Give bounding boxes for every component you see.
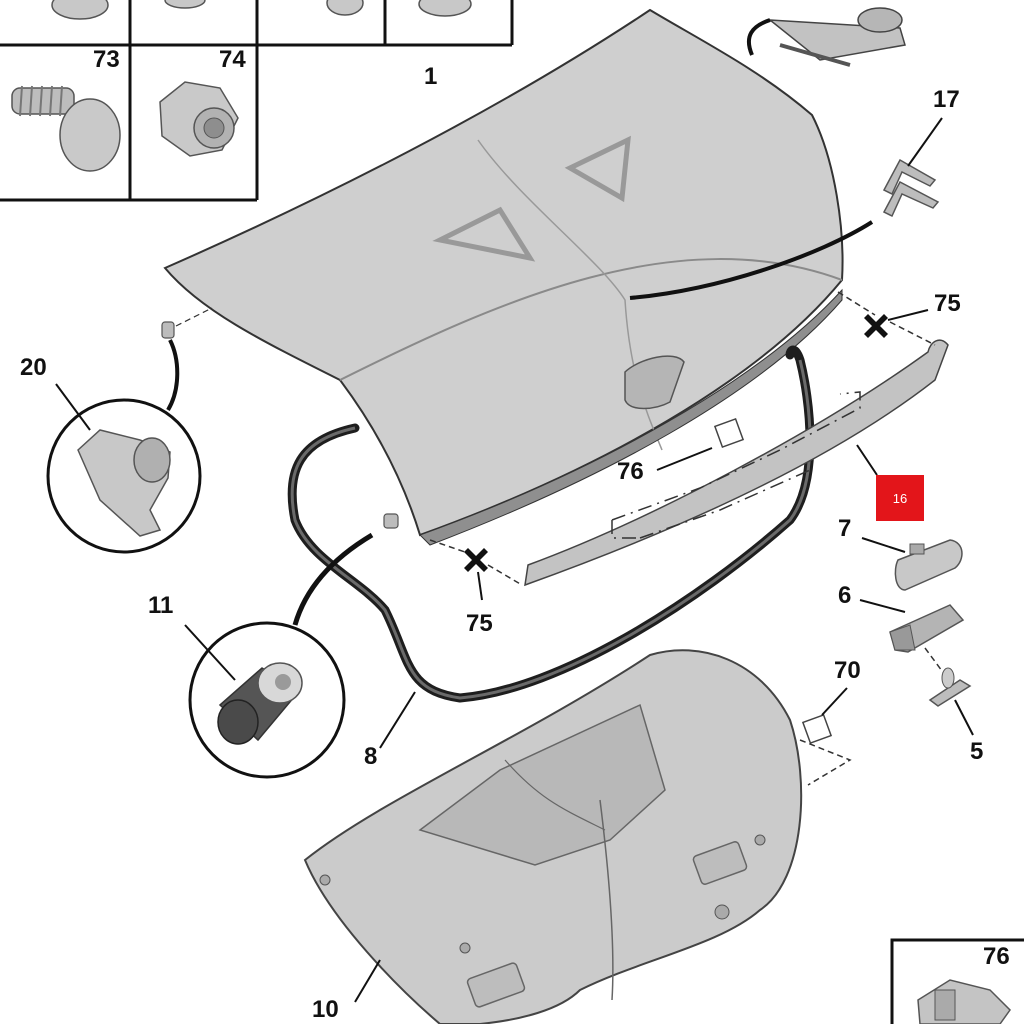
callout-8: 8 xyxy=(364,743,378,770)
callout-76: 76 xyxy=(983,943,1010,970)
gas-strut-icon xyxy=(767,7,906,67)
callout-70: 70 xyxy=(834,657,861,684)
clip-76-icon xyxy=(713,417,745,449)
buffer-11-icon xyxy=(217,662,303,745)
callout-20: 20 xyxy=(20,354,47,381)
callout-10: 10 xyxy=(312,996,339,1023)
part-16-hotspot[interactable]: 16 xyxy=(876,475,924,521)
badge-17-icon xyxy=(882,158,940,218)
callout-5: 5 xyxy=(970,738,984,765)
adhesive-outline xyxy=(611,391,861,539)
nut-74-icon xyxy=(159,81,239,157)
callout-75: 75 xyxy=(934,290,961,317)
callout-6: 6 xyxy=(838,582,852,609)
callout-7: 7 xyxy=(838,515,852,542)
lamp-cover-7-icon xyxy=(894,539,963,591)
callout-74: 74 xyxy=(219,46,246,73)
bulb-5-icon xyxy=(928,667,972,707)
callout-17: 17 xyxy=(933,86,960,113)
screw-73-icon xyxy=(11,85,121,172)
trim-strip xyxy=(524,339,949,587)
fastener-grid xyxy=(0,0,514,202)
leader-line xyxy=(746,18,771,56)
leader-line xyxy=(629,220,874,300)
bump-stop-20-icon xyxy=(77,429,171,537)
leader-line xyxy=(292,532,374,626)
top-row-fasteners xyxy=(51,0,472,20)
trunk-liner xyxy=(303,649,803,1024)
trunk-lid xyxy=(163,8,844,546)
callout-76: 76 xyxy=(617,458,644,485)
small-clip-icon xyxy=(161,321,399,529)
leader-line xyxy=(907,117,943,167)
callout-75: 75 xyxy=(466,610,493,637)
leader-line xyxy=(166,339,180,412)
callout-73: 73 xyxy=(93,46,120,73)
callout-1: 1 xyxy=(424,63,438,90)
callout-11: 11 xyxy=(148,592,174,619)
lamp-6-icon xyxy=(889,604,965,653)
inset-box-76 xyxy=(890,938,1024,1024)
star-marker-icon xyxy=(464,314,888,572)
clip-70-icon xyxy=(801,713,833,745)
